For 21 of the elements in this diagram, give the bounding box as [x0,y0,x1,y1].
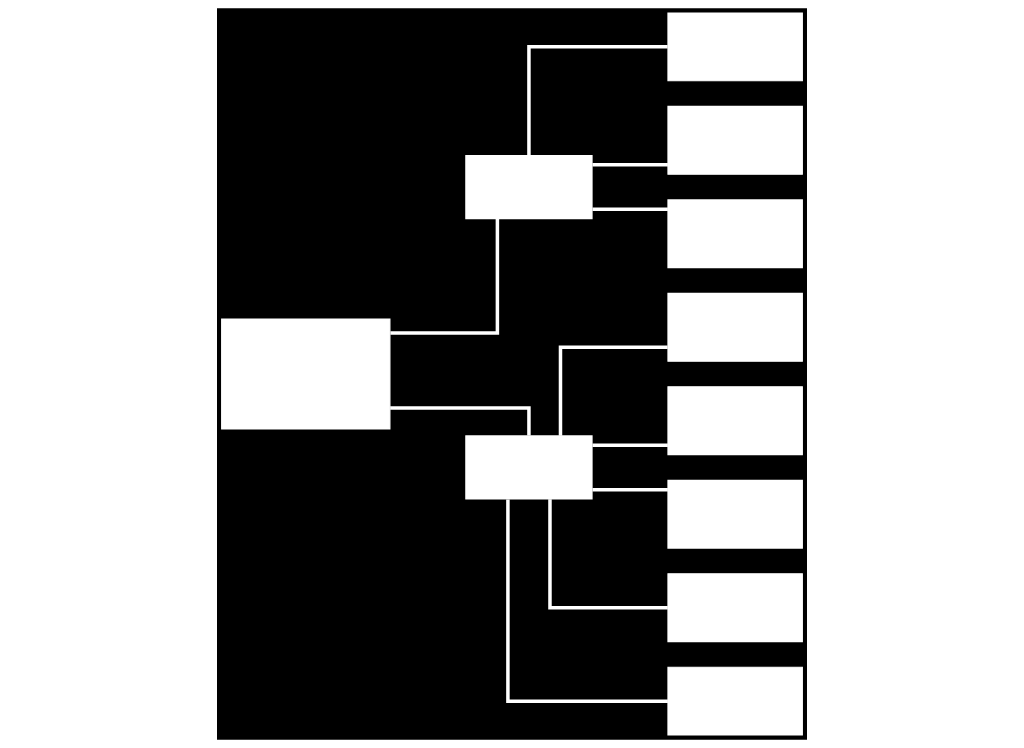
node-box [667,292,803,362]
connector [558,345,668,436]
node-box [667,12,803,82]
node-box [667,666,803,736]
connector [506,499,668,703]
node-box [667,573,803,643]
connector [592,207,668,211]
connector [390,218,500,335]
connector [592,163,668,167]
connector [527,45,668,156]
node-box [667,479,803,549]
connector [390,406,531,436]
node-box [465,435,593,500]
connector [592,487,668,492]
node-box [667,105,803,175]
node-box [667,199,803,269]
connector [592,443,668,447]
node-box [667,386,803,456]
node-box [221,318,391,430]
connector [548,499,668,610]
node-box [465,154,593,220]
